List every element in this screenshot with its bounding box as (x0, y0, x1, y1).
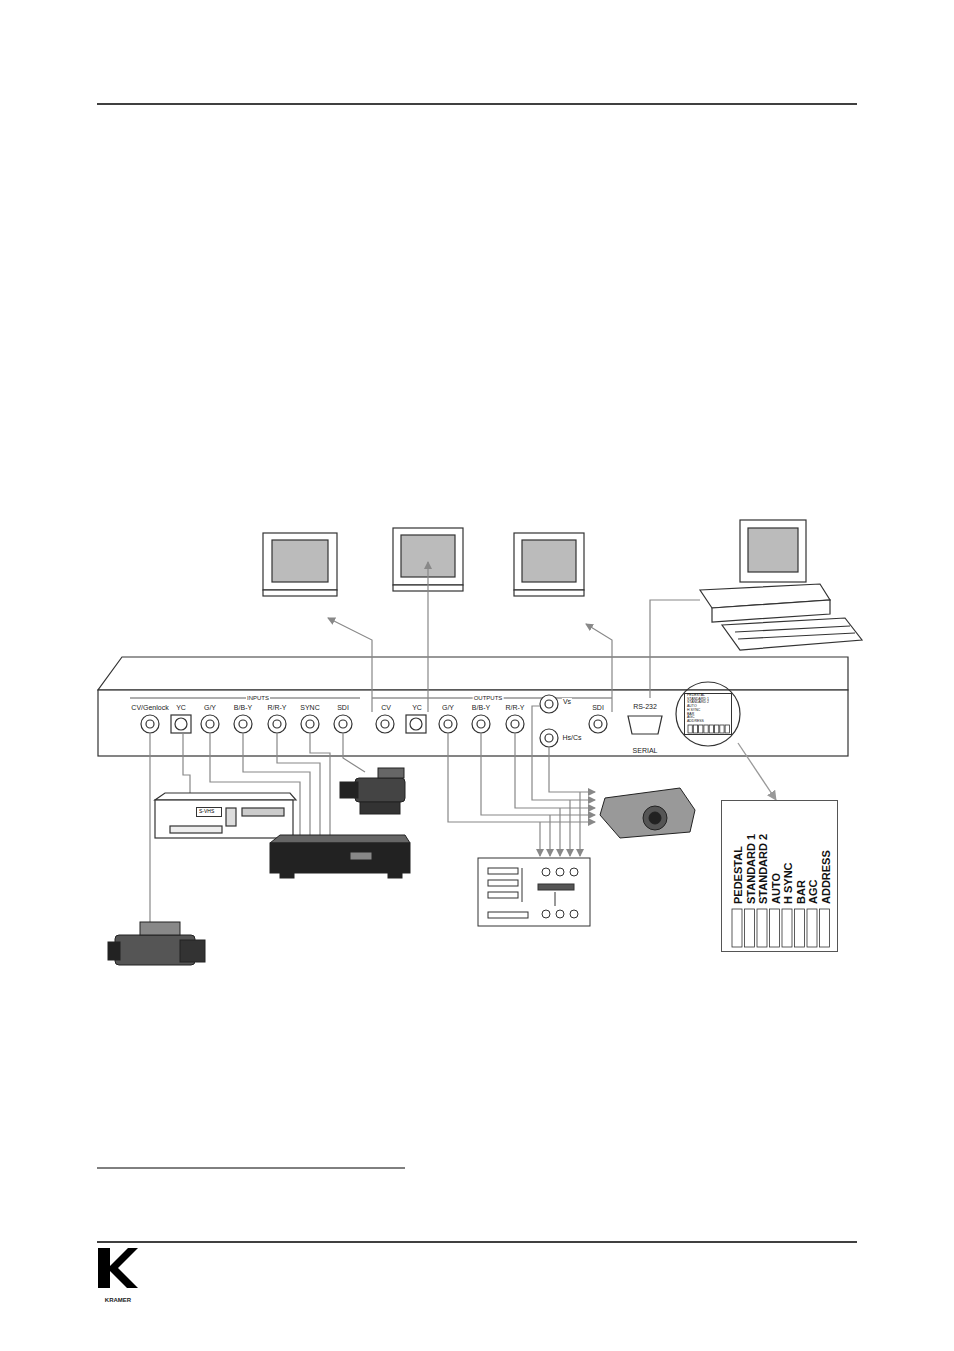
connector-label: R/R-Y (504, 704, 525, 712)
connector-label: CV/Genlock (130, 704, 169, 712)
connector-label: RS-232 (632, 703, 658, 711)
connector-label: CV (380, 704, 392, 712)
cables (150, 562, 700, 925)
kramer-logo (98, 1248, 138, 1288)
projector (600, 788, 695, 838)
switch-label: BAR (795, 880, 807, 904)
switch-label: ADDRESS (685, 720, 731, 724)
camera (108, 922, 205, 965)
logo-text: KRAMER (104, 1296, 132, 1304)
switch-label: H SYNC (782, 862, 794, 904)
connector-label: B/B-Y (471, 704, 491, 712)
connector-label: INPUTS (246, 694, 270, 702)
connector-label: YC (411, 704, 423, 712)
receiver (270, 835, 410, 878)
zoom-arrow (738, 743, 776, 800)
monitors (263, 528, 584, 596)
connector-label: B/B-Y (233, 704, 253, 712)
dip-switch-detail: PEDESTALSTANDARD 1STANDARD 2AUTOH SYNCBA… (721, 800, 838, 952)
connector-label: OUTPUTS (473, 694, 504, 702)
connector-label: SERIAL (632, 747, 659, 755)
switch-label: S-VHS (197, 808, 221, 814)
switch-label: PEDESTAL (732, 846, 744, 904)
computer (700, 520, 862, 650)
connector-label: SDI (336, 704, 350, 712)
switch-row (722, 801, 839, 953)
connector-label: SYNC (299, 704, 320, 712)
connector-label: Hs/Cs (561, 734, 582, 742)
switch-label: ADDRESS (820, 850, 832, 904)
dip-switch-block: PEDESTALSTANDARD 1STANDARD 2AUTOH SYNCBA… (684, 693, 732, 735)
camcorder (340, 768, 405, 814)
connector-label: YC (175, 704, 187, 712)
connector-label: G/Y (441, 704, 455, 712)
connector-label: R/R-Y (266, 704, 287, 712)
control-panel (478, 858, 590, 926)
connector-label: Vs (562, 698, 572, 706)
connector-label: G/Y (203, 704, 217, 712)
switch-label: STANDARD 2 (757, 834, 769, 904)
connector-label: SDI (591, 704, 605, 712)
vcr (155, 793, 296, 838)
vcr-label-plate: S-VHS (196, 807, 222, 817)
switch-label: AGC (807, 880, 819, 904)
switch-label: AUTO (770, 873, 782, 904)
switch-label: STANDARD 1 (745, 834, 757, 904)
